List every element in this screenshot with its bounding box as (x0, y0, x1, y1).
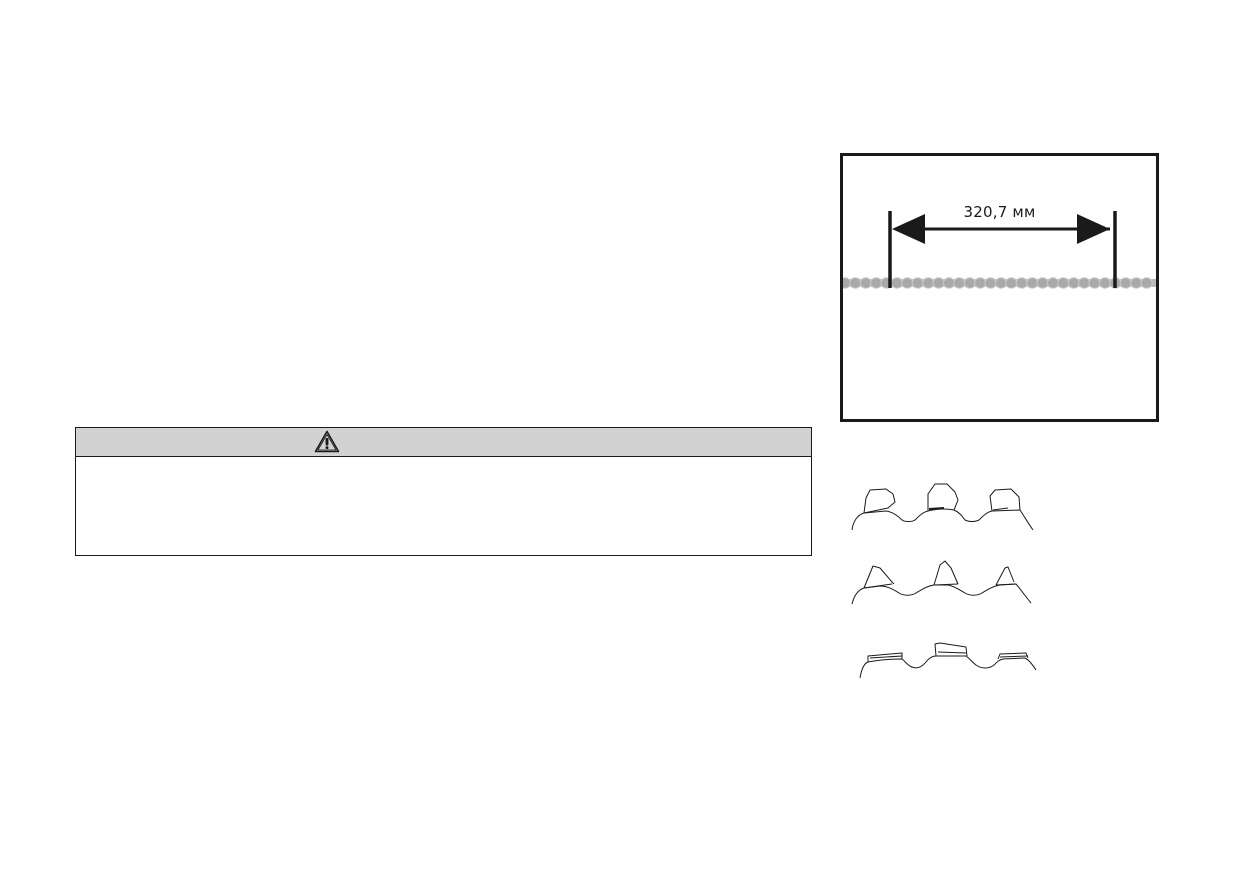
warning-triangle-icon (314, 430, 340, 453)
chain-measurement-figure: 320,7 мм (840, 153, 1159, 422)
chisel-tooth-profile-icon (851, 483, 1034, 531)
measurement-label: 320,7 мм (963, 203, 1036, 221)
chain-link (1057, 277, 1070, 289)
chain-link (942, 277, 956, 289)
chain-link (1015, 277, 1028, 289)
chain-link (953, 277, 966, 289)
chain-link (1036, 277, 1049, 289)
chain-link (1119, 277, 1132, 289)
warning-body (76, 457, 811, 556)
chain-link (1130, 277, 1143, 289)
flat-tooth-profile-icon (859, 642, 1037, 679)
pointed-tooth-profile-icon (851, 560, 1032, 605)
chain-link (890, 277, 904, 289)
chain-link (1140, 277, 1153, 289)
chain-link (1046, 277, 1060, 289)
chain-link (994, 277, 1008, 289)
chain-link (1067, 277, 1080, 289)
chain-link (974, 277, 987, 289)
chain-link (1088, 277, 1101, 289)
chain-link (1026, 277, 1039, 289)
warning-header (76, 428, 811, 457)
chain-link (922, 277, 935, 289)
chain-link (849, 277, 862, 289)
chain-measurement-diagram (843, 211, 1156, 289)
warning-box (75, 427, 812, 556)
chain-link (1098, 277, 1112, 289)
chain-link (984, 277, 997, 289)
chain-link (1005, 277, 1018, 289)
chain-link (901, 277, 914, 289)
chain-link (932, 277, 945, 289)
chain-link (963, 277, 976, 289)
chain-link (911, 277, 924, 289)
chain-link (859, 277, 872, 289)
chain-link (1078, 277, 1091, 289)
chain-link (870, 277, 883, 289)
